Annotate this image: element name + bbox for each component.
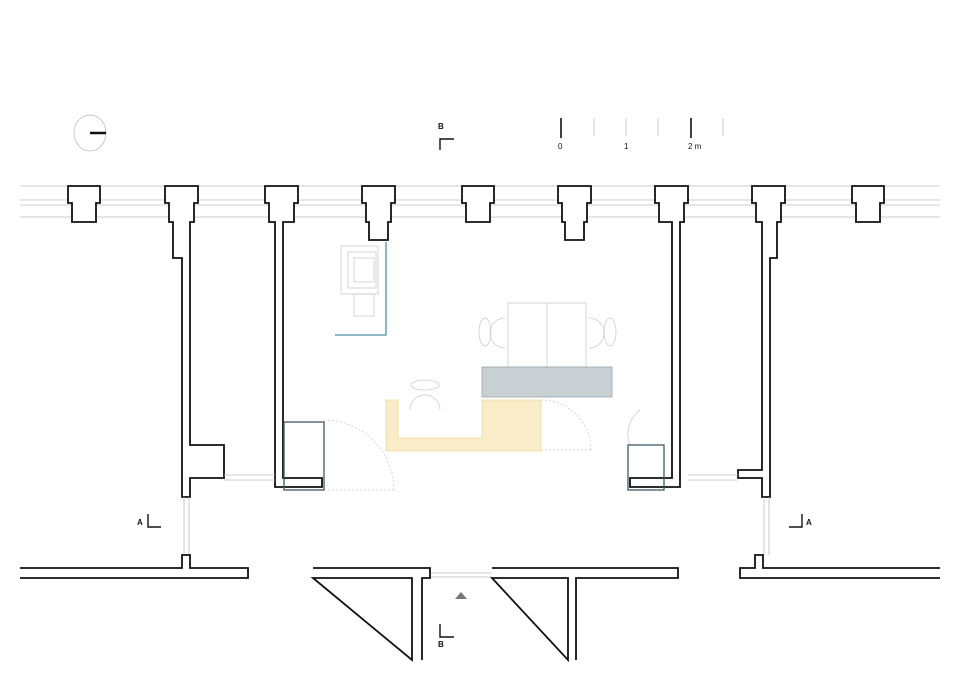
section-label-a-right: A bbox=[806, 518, 812, 527]
cabinet-right bbox=[627, 444, 665, 491]
interior-walls bbox=[164, 185, 786, 498]
scale-label-0: 0 bbox=[558, 142, 563, 151]
interior-windows bbox=[183, 474, 770, 578]
hatched-bench bbox=[481, 366, 613, 398]
section-label-b-bottom: B bbox=[438, 640, 444, 649]
cabinet-left bbox=[283, 421, 325, 491]
section-marker-b-top bbox=[439, 138, 454, 150]
scale-label-2m: 2 m bbox=[688, 142, 702, 151]
partition-blue bbox=[335, 242, 387, 336]
desk-chair bbox=[409, 379, 441, 411]
corridor-walls bbox=[20, 554, 940, 663]
entrance-arrow-icon bbox=[455, 592, 467, 599]
reception-desk bbox=[385, 399, 542, 452]
section-label-b-top: B bbox=[438, 122, 444, 131]
scale-label-1: 1 bbox=[624, 142, 629, 151]
scale-bar bbox=[560, 118, 724, 138]
armchair bbox=[340, 245, 379, 317]
section-marker-b-bottom bbox=[439, 624, 454, 638]
section-label-a-left: A bbox=[137, 518, 143, 527]
door-swings bbox=[323, 399, 641, 491]
section-marker-a-right bbox=[789, 514, 803, 528]
facade-piers bbox=[67, 185, 885, 241]
section-marker-a-left bbox=[147, 514, 161, 528]
meeting-table bbox=[478, 302, 617, 368]
